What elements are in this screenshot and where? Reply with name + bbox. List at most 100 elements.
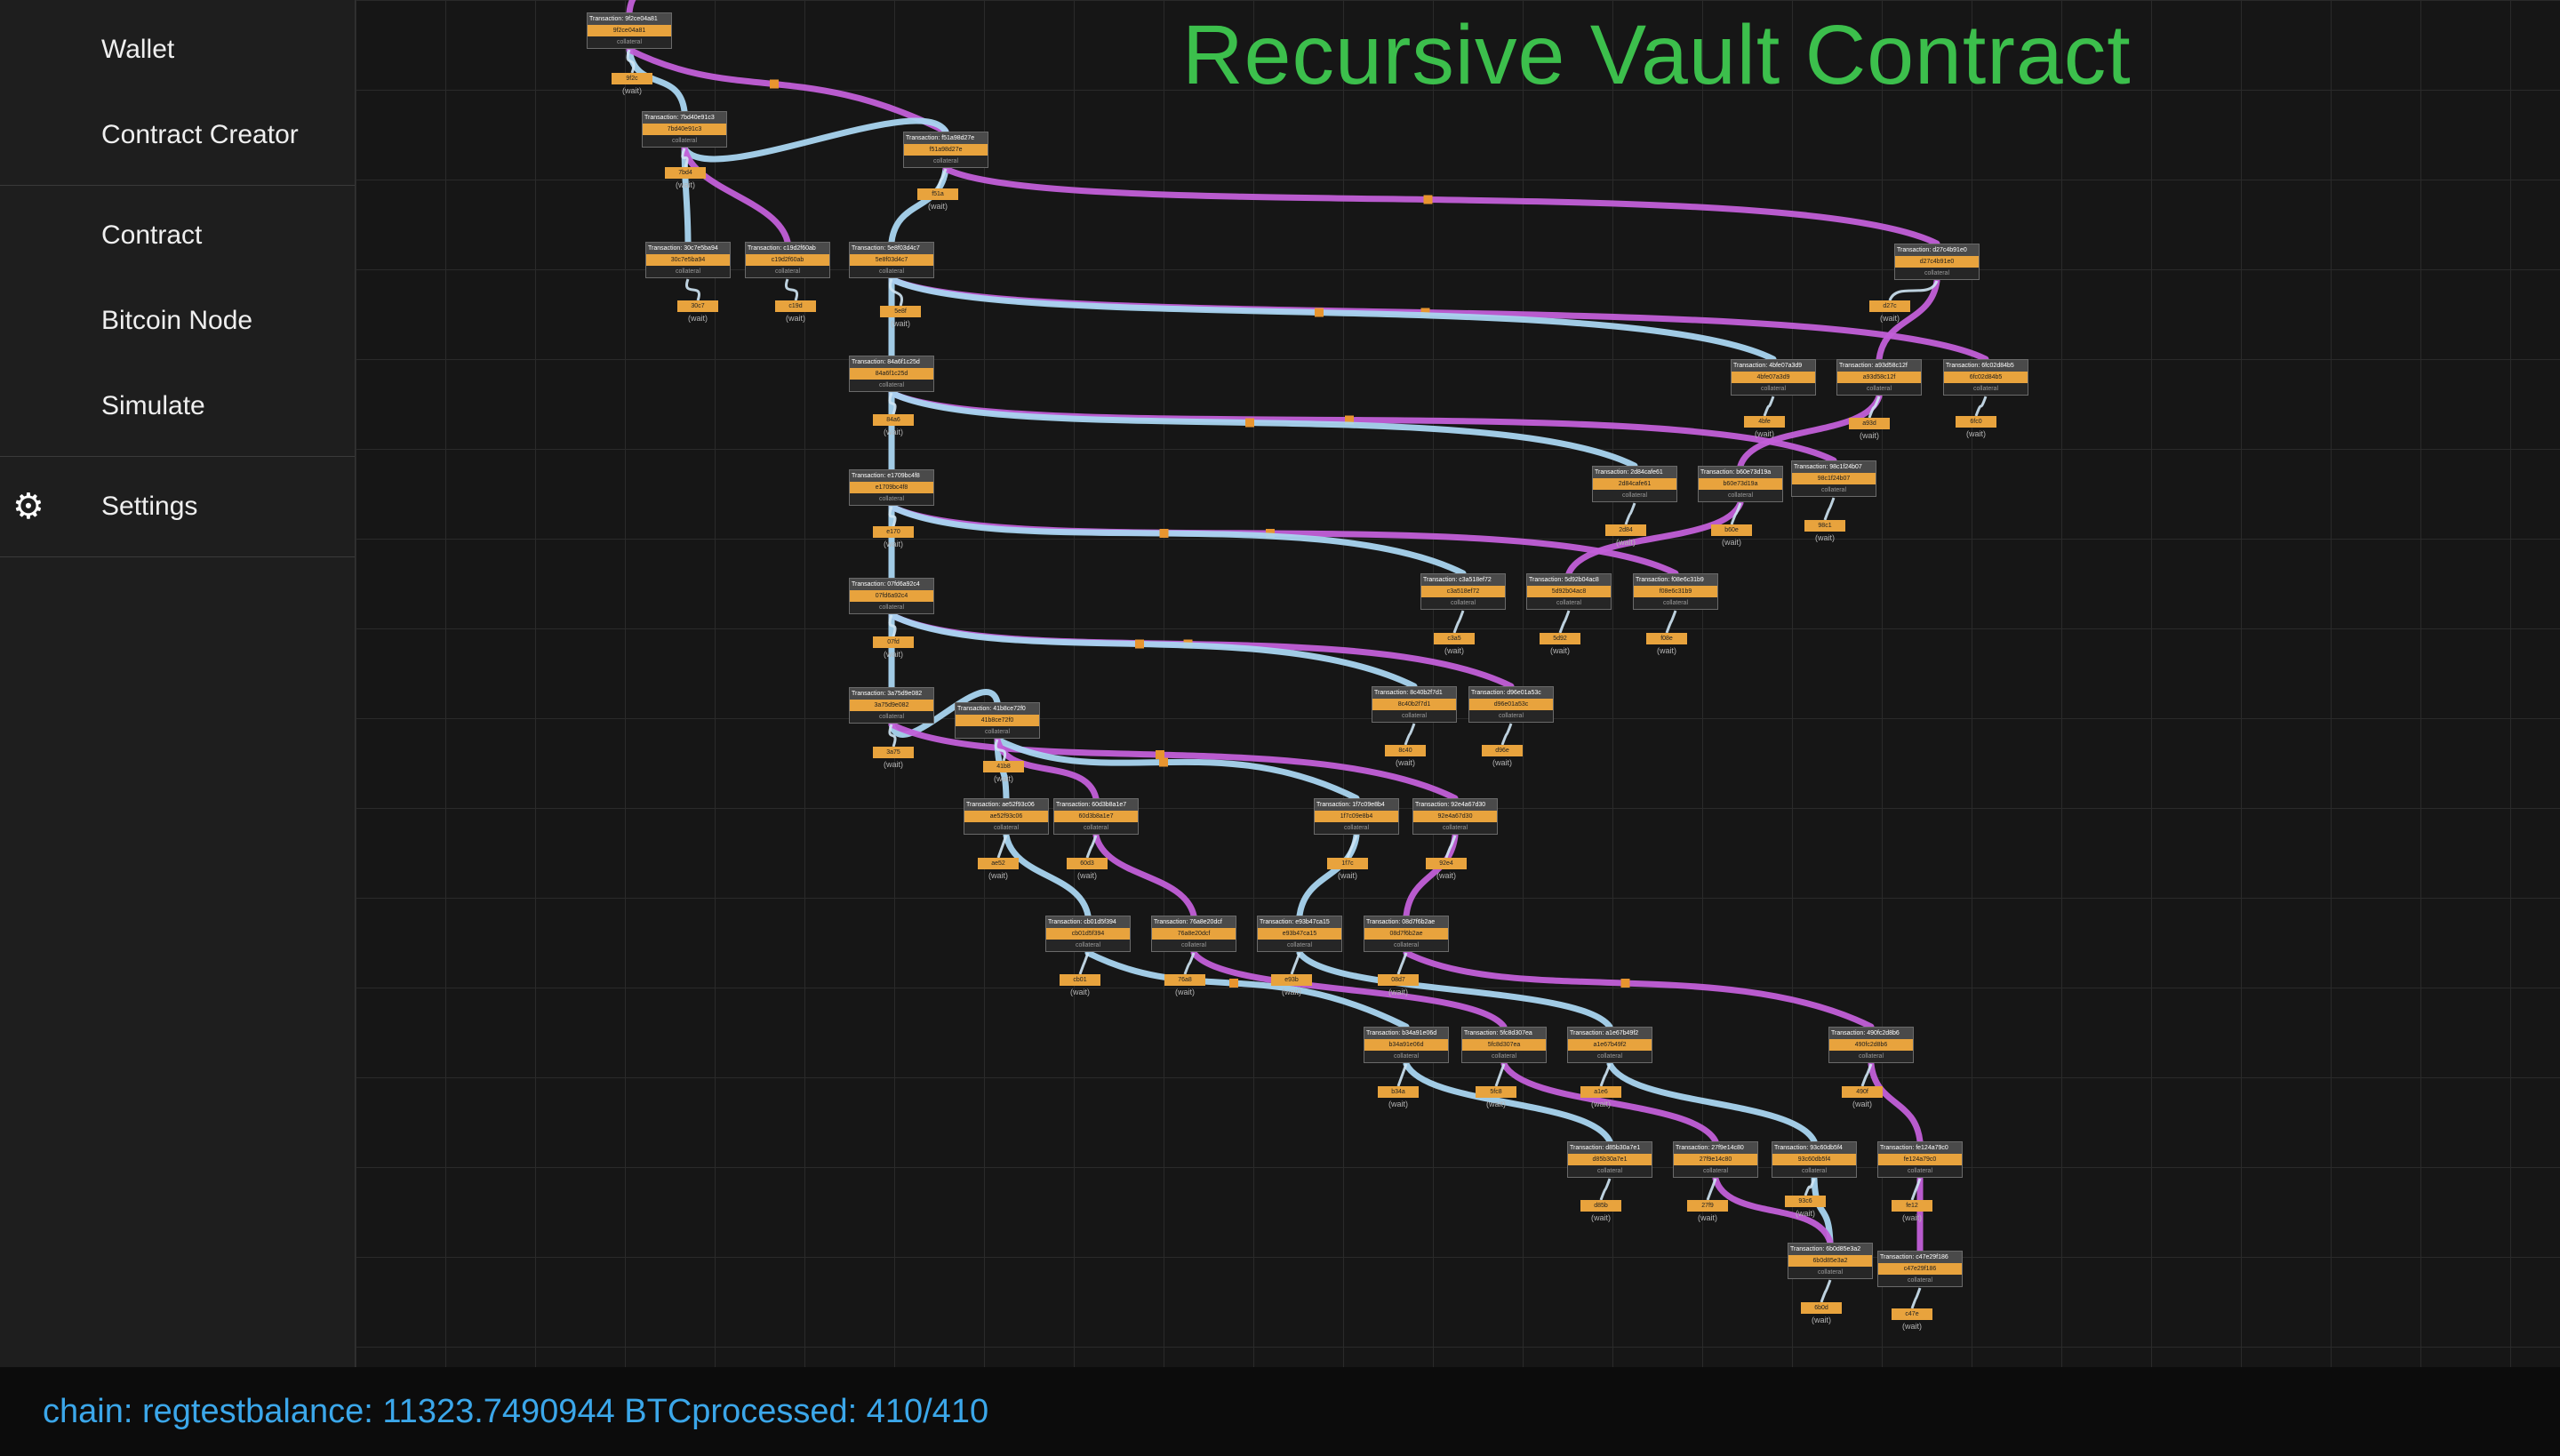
wait-node[interactable]: 41b8(wait) xyxy=(983,761,1024,783)
wait-node[interactable]: 9f2c(wait) xyxy=(612,73,652,95)
wait-node[interactable]: 8c40(wait) xyxy=(1385,745,1426,767)
sidebar-item-contract-creator[interactable]: Contract Creator xyxy=(0,92,355,178)
wait-node[interactable]: d85b(wait) xyxy=(1580,1200,1621,1222)
transaction-tag: collateral xyxy=(932,158,958,164)
transaction-output: 4bfe07a3d9 xyxy=(1732,372,1815,383)
transaction-tag: collateral xyxy=(878,382,904,388)
wait-node[interactable]: 60d3(wait) xyxy=(1067,858,1108,880)
wait-node[interactable]: 76a8(wait) xyxy=(1164,974,1205,996)
wait-node[interactable]: 08d7(wait) xyxy=(1378,974,1419,996)
wait-node[interactable]: 5fc8(wait) xyxy=(1476,1086,1516,1108)
sidebar-item-contract[interactable]: Contract xyxy=(0,193,355,278)
wait-node[interactable]: 30c7(wait) xyxy=(677,300,718,323)
wait-node[interactable]: 4bfe(wait) xyxy=(1744,416,1785,438)
wait-node[interactable]: 92e4(wait) xyxy=(1426,858,1467,880)
sidebar-item-settings[interactable]: ⚙Settings xyxy=(0,464,355,549)
wait-node[interactable]: 7bd4(wait) xyxy=(665,167,706,189)
wait-node[interactable]: 6b0d(wait) xyxy=(1801,1302,1842,1324)
transaction-id: Transaction: c47e29f186 xyxy=(1878,1252,1962,1263)
wait-node[interactable]: 98c1(wait) xyxy=(1804,520,1845,542)
wait-node[interactable]: d96e(wait) xyxy=(1482,745,1523,767)
wait-node[interactable]: f51a(wait) xyxy=(917,188,958,211)
wait-node[interactable]: fe12(wait) xyxy=(1892,1200,1932,1222)
sidebar-item-bitcoin-node[interactable]: Bitcoin Node xyxy=(0,278,355,364)
wait-node[interactable]: e170(wait) xyxy=(873,526,914,548)
wait-node[interactable]: ae52(wait) xyxy=(978,858,1019,880)
wait-node[interactable]: cb01(wait) xyxy=(1060,974,1100,996)
wait-node[interactable]: 27f9(wait) xyxy=(1687,1200,1728,1222)
wait-node[interactable]: e93b(wait) xyxy=(1271,974,1312,996)
wait-node[interactable]: 5d92(wait) xyxy=(1540,633,1580,655)
wait-node[interactable]: c3a5(wait) xyxy=(1434,633,1475,655)
wait-connector xyxy=(889,278,903,307)
wait-node[interactable]: 84a6(wait) xyxy=(873,414,914,436)
wait-node[interactable]: 07fd(wait) xyxy=(873,636,914,659)
wait-node[interactable]: f08e(wait) xyxy=(1646,633,1687,655)
sidebar-item-wallet[interactable]: Wallet xyxy=(0,7,355,92)
sidebar-item-label: Contract Creator xyxy=(101,120,299,149)
wait-node[interactable]: 6fc0(wait) xyxy=(1956,416,1996,438)
wait-node[interactable]: c19d(wait) xyxy=(775,300,816,323)
wait-node[interactable]: 1f7c(wait) xyxy=(1327,858,1368,880)
transaction-id: Transaction: 92e4a67d30 xyxy=(1413,799,1497,811)
wait-node[interactable]: 2d84(wait) xyxy=(1605,524,1646,547)
transaction-id: Transaction: 1f7c09e8b4 xyxy=(1315,799,1398,811)
wait-node[interactable]: d27c(wait) xyxy=(1869,300,1910,323)
wait-node[interactable]: b34a(wait) xyxy=(1378,1086,1419,1108)
wait-node[interactable]: a1e6(wait) xyxy=(1580,1086,1621,1108)
wait-node[interactable]: a93d(wait) xyxy=(1849,418,1890,440)
wait-node[interactable]: 93c6(wait) xyxy=(1785,1196,1826,1218)
wait-node[interactable]: b60e(wait) xyxy=(1711,524,1752,547)
wait-connector xyxy=(1558,610,1571,634)
wait-node[interactable]: 490f(wait) xyxy=(1842,1086,1883,1108)
wait-node[interactable]: 5e8f(wait) xyxy=(880,306,921,328)
wait-node[interactable]: 3a75(wait) xyxy=(873,747,914,769)
wait-output: 5fc8 xyxy=(1476,1086,1516,1098)
sidebar-item-simulate[interactable]: Simulate xyxy=(0,364,355,449)
wait-node[interactable]: c47e(wait) xyxy=(1892,1308,1932,1331)
